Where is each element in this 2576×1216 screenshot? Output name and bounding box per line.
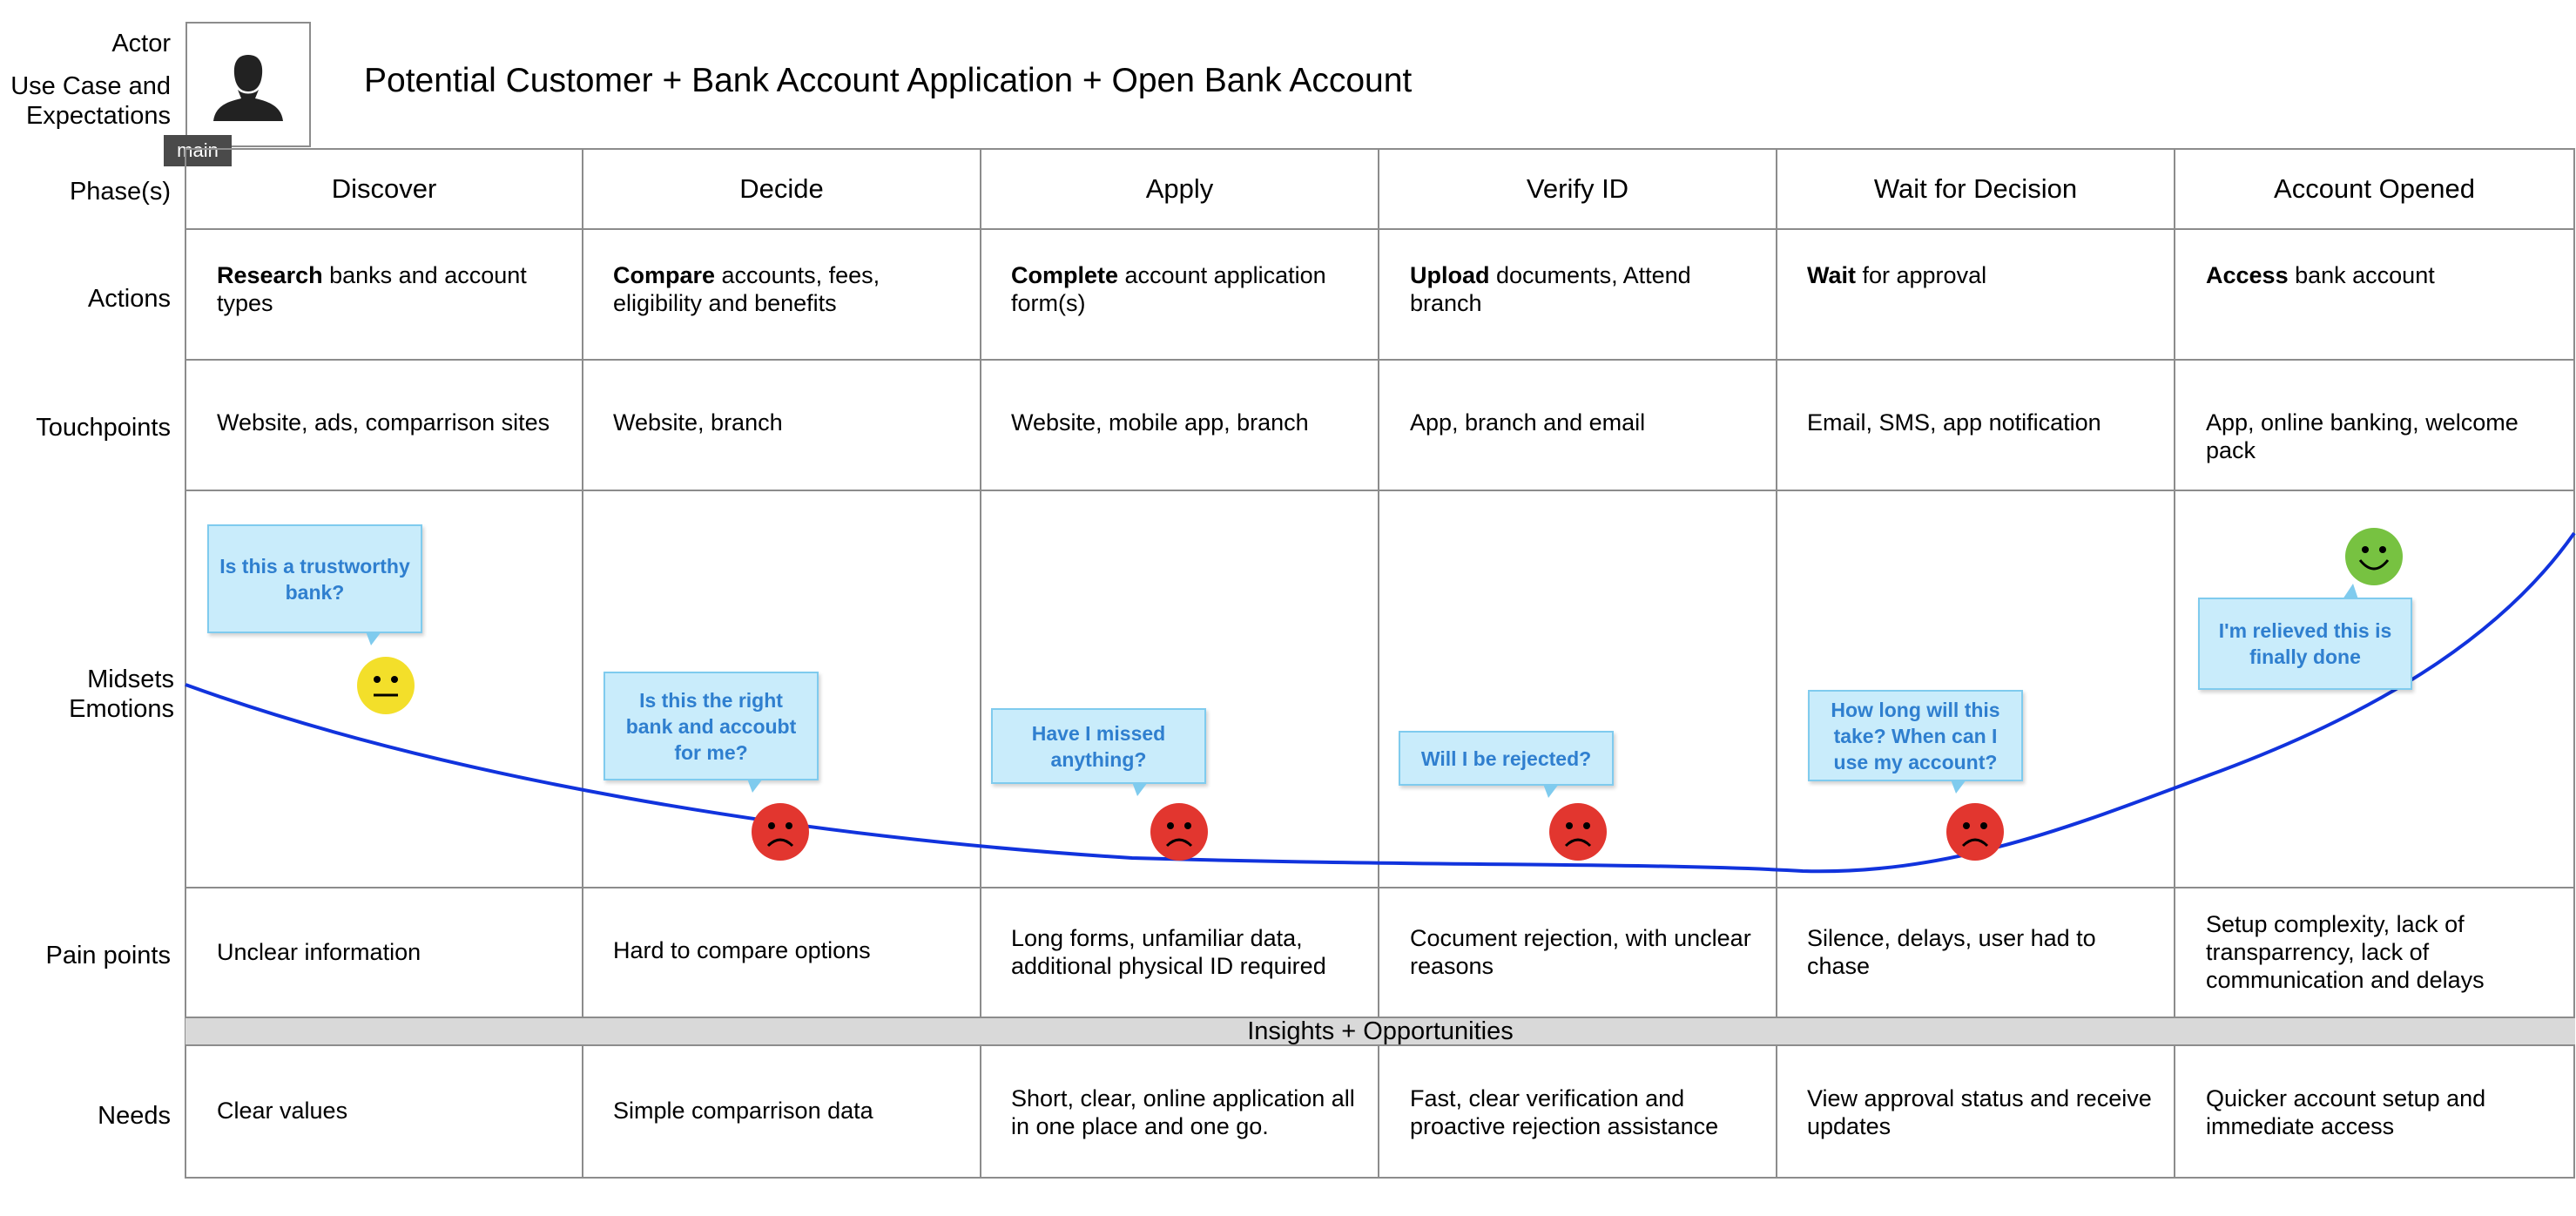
need-verify-id: Fast, clear verification and proactive r… bbox=[1410, 1085, 1719, 1139]
pain-decide: Hard to compare options bbox=[613, 937, 871, 963]
need-discover: Clear values bbox=[217, 1098, 348, 1124]
sad-face-icon-verify-id bbox=[1549, 803, 1607, 861]
sad-face-icon-wait bbox=[1946, 803, 2004, 861]
thought-bubble-wait: How long will this take? When can I use … bbox=[1808, 690, 2023, 781]
thought-bubble-discover: Is this a trustworthy bank? bbox=[207, 524, 422, 633]
grid-line-actions-bottom bbox=[185, 359, 2575, 361]
main-tag: main bbox=[164, 135, 232, 166]
actions-label: Actions bbox=[87, 285, 171, 313]
touchpoints-decide: Website, branch bbox=[613, 409, 783, 436]
bubble-tail-decide bbox=[747, 779, 763, 793]
need-decide: Simple comparrison data bbox=[613, 1098, 873, 1124]
grid-col-2 bbox=[980, 148, 981, 1179]
pain-points-label: Pain points bbox=[45, 942, 172, 969]
grid-col-6 bbox=[2573, 148, 2575, 1179]
phase-verify-id: Verify ID bbox=[1526, 173, 1629, 204]
grid-line-phases-bottom bbox=[185, 228, 2575, 230]
phase-account-opened: Account Opened bbox=[2274, 173, 2475, 204]
touchpoints-label: Touchpoints bbox=[36, 414, 171, 442]
person-silhouette-icon bbox=[213, 55, 283, 121]
bubble-tail-wait bbox=[1951, 780, 1966, 794]
needs-label: Needs bbox=[98, 1102, 171, 1130]
grid-col-3 bbox=[1378, 148, 1379, 1179]
thought-bubble-verify-id: Will I be rejected? bbox=[1399, 731, 1614, 786]
need-account-opened: Quicker account setup and immediate acce… bbox=[2206, 1085, 2486, 1139]
thought-bubble-account-opened: I'm relieved this is finally done bbox=[2198, 598, 2412, 690]
insights-banner: Insights + Opportunities bbox=[185, 1017, 2575, 1046]
grid-line-needs-bottom bbox=[185, 1177, 2575, 1179]
grid-line-touchpoints-bottom bbox=[185, 490, 2575, 491]
sad-face-icon-apply bbox=[1150, 803, 1208, 861]
need-wait: View approval status and receive updates bbox=[1807, 1085, 2152, 1139]
action-verify-id: Upload documents, Attend branch bbox=[1410, 262, 1691, 316]
action-discover: Research banks and account types bbox=[217, 262, 527, 316]
phase-discover: Discover bbox=[331, 173, 437, 204]
mindsets-label: Midsets Emotions bbox=[69, 665, 174, 723]
touchpoints-verify-id: App, branch and email bbox=[1410, 409, 1646, 436]
touchpoints-apply: Website, mobile app, branch bbox=[1011, 409, 1309, 436]
action-wait: Wait for approval bbox=[1807, 262, 1987, 288]
need-apply: Short, clear, online application all in … bbox=[1011, 1085, 1355, 1139]
action-decide: Compare accounts, fees, eligibility and … bbox=[613, 262, 880, 316]
happy-face-icon bbox=[2345, 528, 2403, 585]
grid-col-5 bbox=[2174, 148, 2175, 1179]
actor-label: Actor bbox=[111, 30, 171, 57]
phase-apply: Apply bbox=[1145, 173, 1214, 204]
page-title: Potential Customer + Bank Account Applic… bbox=[364, 62, 1413, 99]
touchpoints-account-opened: App, online banking, welcome pack bbox=[2206, 409, 2519, 463]
use-case-label: Use Case and Expectations bbox=[10, 72, 171, 130]
phase-decide: Decide bbox=[739, 173, 824, 204]
bubble-tail-apply bbox=[1132, 782, 1148, 796]
phase-wait-for-decision: Wait for Decision bbox=[1873, 173, 2078, 204]
bubble-tail-verify-id bbox=[1543, 784, 1559, 798]
pain-apply: Long forms, unfamiliar data, additional … bbox=[1011, 925, 1326, 979]
bubble-tail-discover bbox=[366, 632, 381, 645]
touchpoints-wait: Email, SMS, app notification bbox=[1807, 409, 2101, 436]
sad-face-icon-decide bbox=[752, 803, 809, 861]
pain-discover: Unclear information bbox=[217, 939, 421, 965]
pain-account-opened: Setup complexity, lack of transparrency,… bbox=[2206, 911, 2485, 993]
grid-line-top bbox=[185, 148, 2575, 150]
grid-line-mindsets-bottom bbox=[185, 887, 2575, 888]
neutral-face-icon bbox=[357, 657, 415, 714]
grid-col-1 bbox=[582, 148, 583, 1179]
phases-label: Phase(s) bbox=[69, 178, 171, 206]
action-apply: Complete account application form(s) bbox=[1011, 262, 1326, 316]
pain-verify-id: Cocument rejection, with unclear reasons bbox=[1410, 925, 1751, 979]
touchpoints-discover: Website, ads, comparrison sites bbox=[217, 409, 550, 436]
pain-wait: Silence, delays, user had to chase bbox=[1807, 925, 2096, 979]
actor-avatar bbox=[185, 22, 311, 147]
thought-bubble-apply: Have I missed anything? bbox=[991, 708, 1206, 784]
grid-col-4 bbox=[1776, 148, 1777, 1179]
bubble-tail-account-opened bbox=[2343, 584, 2358, 599]
action-account-opened: Access bank account bbox=[2206, 262, 2435, 288]
grid-col-0 bbox=[185, 148, 186, 1179]
thought-bubble-decide: Is this the right bank and accoubt for m… bbox=[604, 672, 819, 780]
